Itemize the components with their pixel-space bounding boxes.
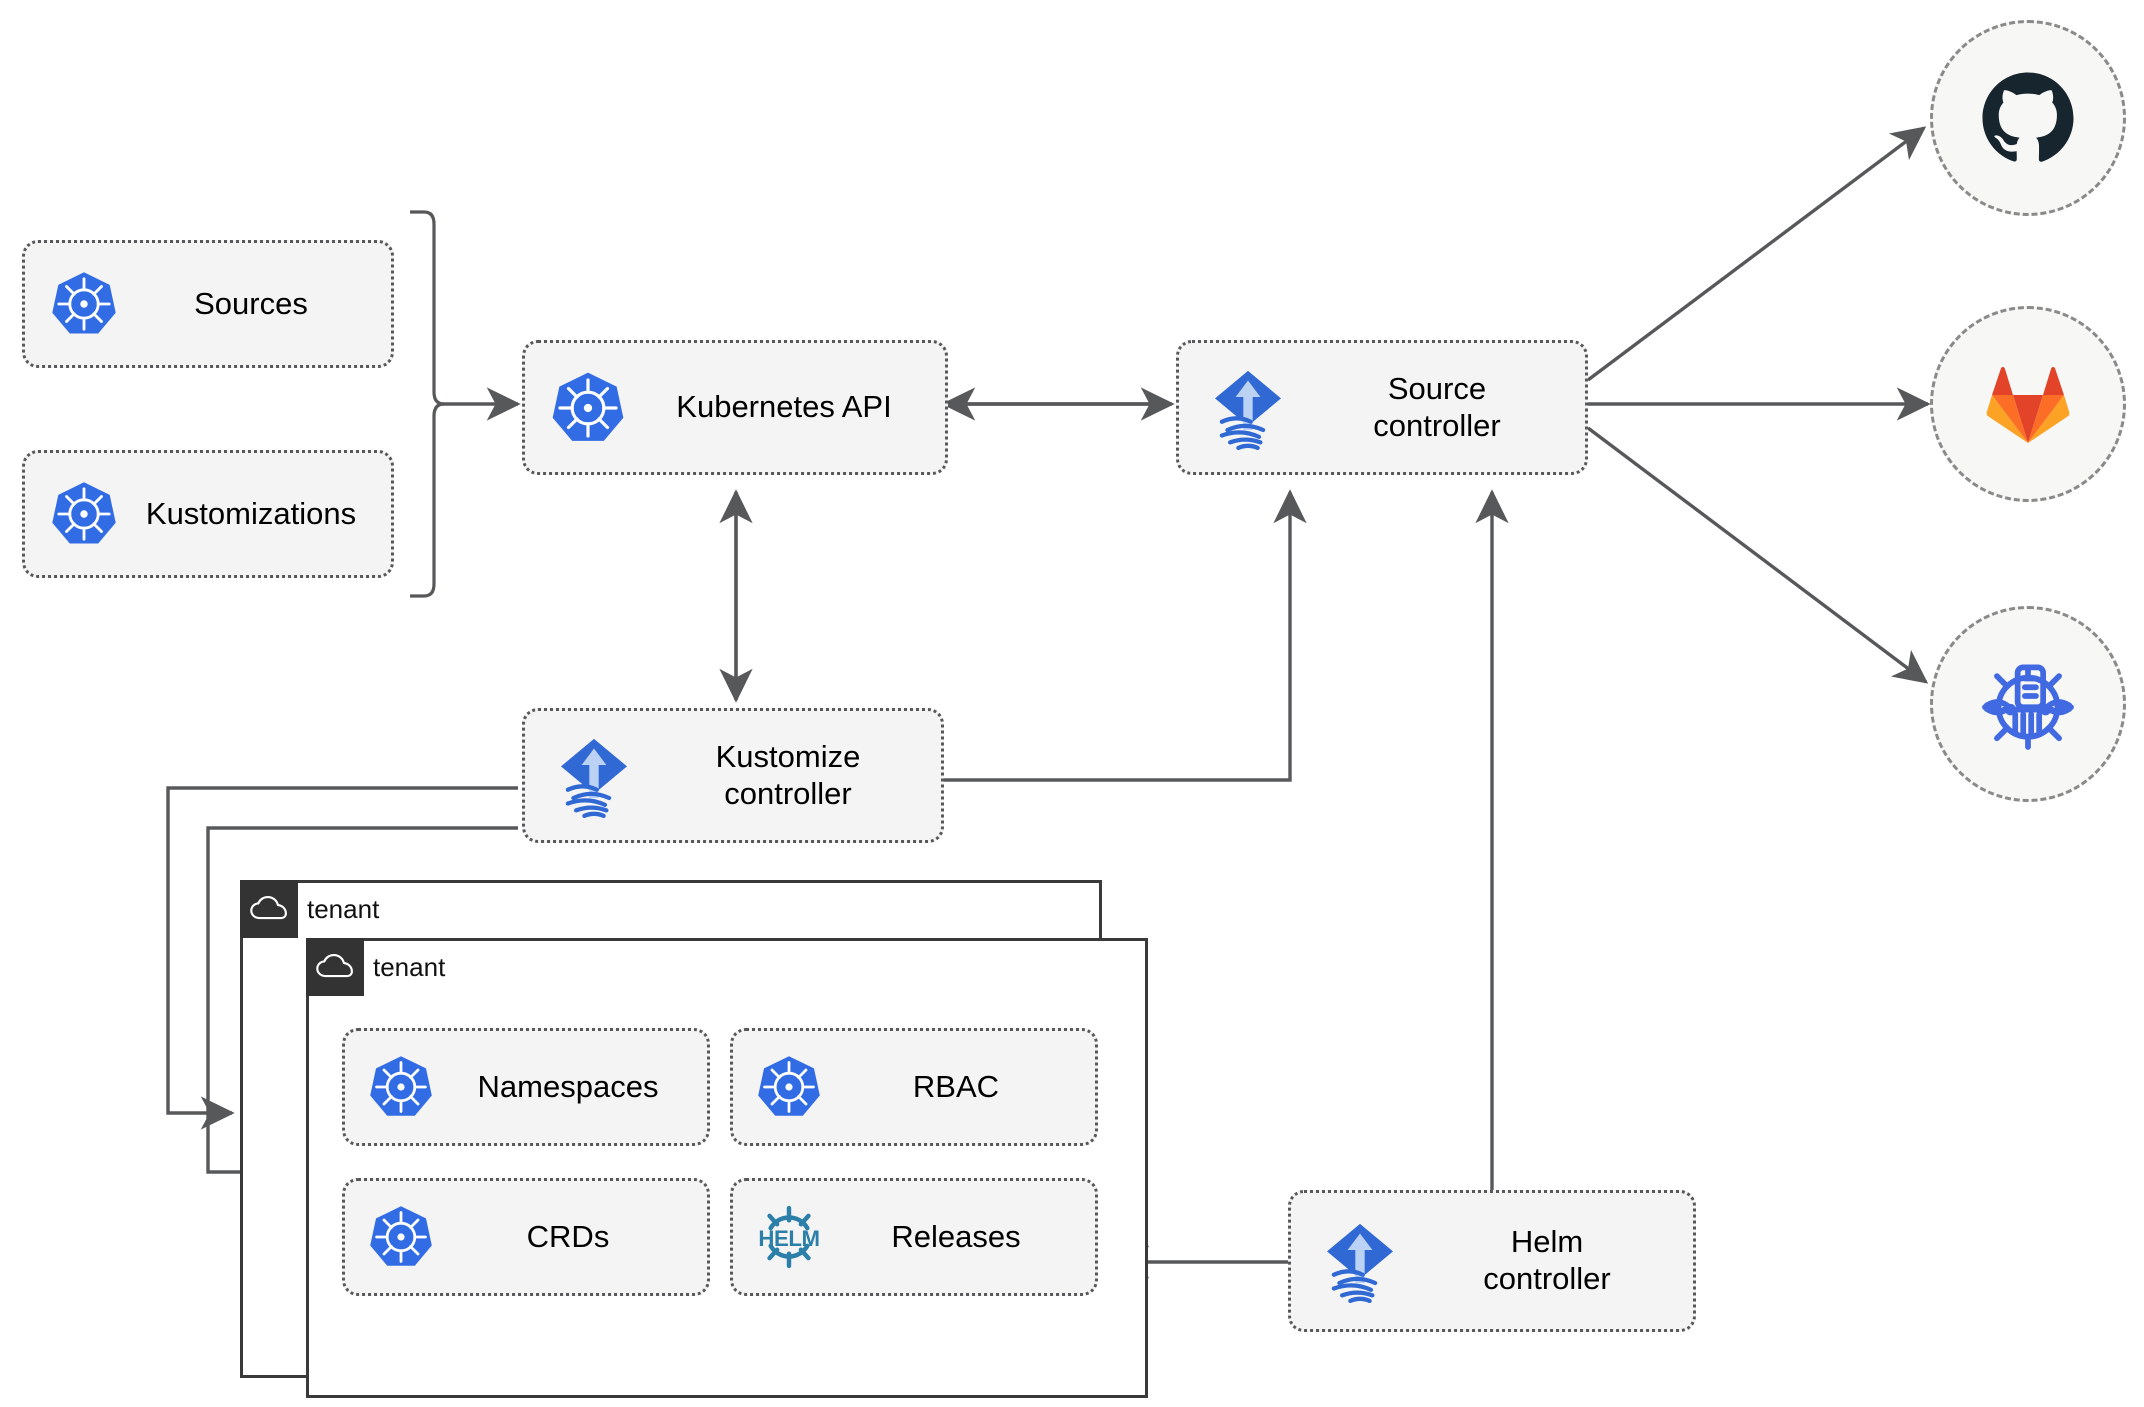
- node-label: RBAC: [912, 1068, 1000, 1104]
- tenant-container-front[interactable]: tenant: [306, 938, 1148, 1398]
- node-releases[interactable]: HELM Releases: [730, 1178, 1098, 1296]
- helm-repository-icon: [1982, 664, 2074, 750]
- node-helm-controller[interactable]: Helm controller: [1288, 1190, 1696, 1332]
- cloud-icon: [306, 938, 364, 996]
- node-label: Sources: [194, 285, 308, 321]
- kubernetes-icon: [747, 1053, 831, 1121]
- kubernetes-icon: [359, 1203, 443, 1271]
- kubernetes-icon: [539, 369, 637, 447]
- cloud-icon: [240, 880, 298, 938]
- kubernetes-icon: [359, 1053, 443, 1121]
- kubernetes-icon: [41, 479, 127, 549]
- node-kubernetes-api[interactable]: Kubernetes API: [522, 340, 948, 475]
- flux-icon: [1305, 1217, 1415, 1305]
- gitlab-icon: [1986, 366, 2070, 443]
- node-label: CRDs: [526, 1218, 610, 1254]
- github-icon: [1982, 72, 2074, 162]
- node-label: Namespaces: [477, 1068, 659, 1104]
- external-github[interactable]: [1930, 20, 2126, 216]
- node-kustomizations[interactable]: Kustomizations: [22, 450, 394, 578]
- node-kustomize-controller[interactable]: Kustomize controller: [522, 708, 944, 843]
- flux-icon: [1193, 364, 1303, 452]
- node-label: Source controller: [1373, 370, 1501, 443]
- node-crds[interactable]: CRDs: [342, 1178, 710, 1296]
- node-label: Releases: [891, 1218, 1021, 1254]
- external-helm-repository[interactable]: [1930, 606, 2126, 802]
- node-label: Kustomize controller: [715, 738, 861, 811]
- node-label: Helm controller: [1483, 1224, 1611, 1296]
- svg-text:HELM: HELM: [758, 1226, 819, 1251]
- tenant-label: tenant: [307, 893, 380, 924]
- node-rbac[interactable]: RBAC: [730, 1028, 1098, 1146]
- node-namespaces[interactable]: Namespaces: [342, 1028, 710, 1146]
- tenant-label: tenant: [373, 951, 446, 982]
- kubernetes-icon: [41, 269, 127, 339]
- node-label: Kubernetes API: [676, 389, 892, 425]
- flux-icon: [539, 732, 649, 820]
- node-label: Kustomizations: [145, 495, 357, 531]
- node-source-controller[interactable]: Source controller: [1176, 340, 1588, 475]
- node-sources[interactable]: Sources: [22, 240, 394, 368]
- external-gitlab[interactable]: [1930, 306, 2126, 502]
- helm-icon: HELM: [747, 1201, 831, 1273]
